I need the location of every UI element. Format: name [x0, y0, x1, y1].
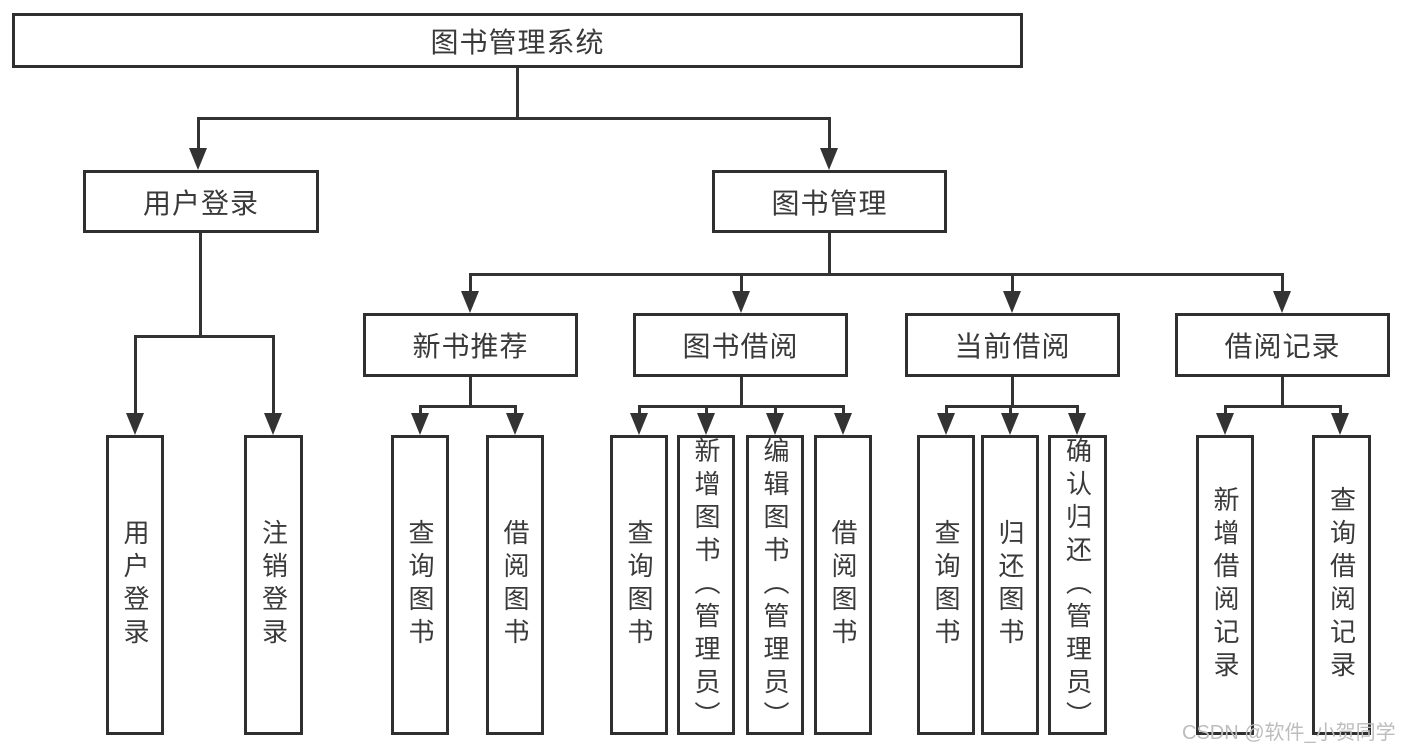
node-book-borrow-label: 图书借阅: [682, 331, 799, 362]
node-book-borrow: 图书借阅: [633, 313, 848, 377]
arrow-down-icon: [461, 291, 479, 313]
leaf-query-borrow-record-label: 查询借阅记录: [1326, 486, 1357, 684]
connector-line: [1339, 405, 1342, 417]
connector-line: [134, 335, 137, 417]
leaf-confirm-return-admin: 确认归还（管理员）: [1048, 435, 1107, 735]
connector-line: [828, 233, 831, 275]
leaf-query-borrow-record: 查询借阅记录: [1312, 435, 1371, 735]
connector-line: [469, 273, 472, 295]
arrow-down-icon: [411, 413, 429, 435]
arrow-down-icon: [506, 413, 524, 435]
connector-line: [638, 405, 641, 417]
connector-line: [705, 405, 708, 417]
connector-line: [638, 405, 845, 408]
connector-line: [828, 117, 831, 153]
arrow-down-icon: [834, 413, 852, 435]
node-root-label: 图书管理系统: [430, 26, 605, 58]
arrow-down-icon: [630, 413, 648, 435]
connector-line: [419, 405, 422, 417]
node-root-system: 图书管理系统: [12, 13, 1023, 68]
connector-line: [740, 273, 743, 295]
leaf-edit-book-admin-label: 编辑图书（管理员）: [760, 436, 790, 734]
leaf-query-book-borrow-label: 查询图书: [624, 519, 654, 651]
leaf-borrow-book-recommend: 借阅图书: [486, 435, 544, 735]
csdn-watermark: CSDN @软件_小贺同学: [1182, 716, 1396, 745]
leaf-edit-book-admin: 编辑图书（管理员）: [746, 435, 804, 735]
connector-line: [272, 335, 275, 417]
arrow-down-icon: [189, 148, 207, 170]
connector-line: [197, 117, 831, 120]
leaf-query-book-recommend: 查询图书: [391, 435, 449, 735]
connector-line: [842, 405, 845, 417]
connector-line: [197, 117, 200, 153]
arrow-down-icon: [697, 413, 715, 435]
arrow-down-icon: [1001, 413, 1019, 435]
connector-line: [199, 233, 202, 337]
leaf-add-book-admin-label: 新增图书（管理员）: [691, 436, 721, 734]
arrow-down-icon: [766, 413, 784, 435]
arrow-down-icon: [820, 148, 838, 170]
arrow-down-icon: [1003, 291, 1021, 313]
node-borrow-records: 借阅记录: [1175, 313, 1390, 377]
connector-line: [774, 405, 777, 417]
leaf-add-borrow-record: 新增借阅记录: [1196, 435, 1254, 735]
leaf-logout: 注销登录: [244, 435, 303, 735]
leaf-query-book-current: 查询图书: [917, 435, 975, 735]
leaf-borrow-book-label: 借阅图书: [828, 519, 858, 651]
leaf-user-login: 用户登录: [106, 435, 164, 735]
connector-line: [1281, 273, 1284, 295]
arrow-down-icon: [264, 413, 282, 435]
node-current-borrow-label: 当前借阅: [954, 331, 1071, 362]
connector-line: [740, 377, 743, 408]
leaf-borrow-book-recommend-label: 借阅图书: [500, 519, 530, 651]
arrow-down-icon: [1331, 413, 1349, 435]
connector-line: [945, 405, 948, 417]
leaf-query-book-borrow: 查询图书: [610, 435, 668, 735]
connector-line: [1224, 405, 1342, 408]
connector-line: [516, 68, 519, 117]
node-user-login-label: 用户登录: [142, 187, 259, 219]
leaf-add-book-admin: 新增图书（管理员）: [677, 435, 735, 735]
arrow-down-icon: [1068, 413, 1086, 435]
node-book-management: 图书管理: [712, 170, 947, 233]
connector-line: [1011, 273, 1014, 295]
arrow-down-icon: [126, 413, 144, 435]
leaf-user-login-label: 用户登录: [120, 519, 150, 651]
csdn-watermark-text: CSDN @软件_小贺同学: [1182, 722, 1396, 744]
node-new-book-recommend-label: 新书推荐: [412, 331, 529, 362]
arrow-down-icon: [732, 291, 750, 313]
node-book-management-label: 图书管理: [771, 187, 888, 219]
connector-line: [1009, 405, 1012, 417]
node-borrow-records-label: 借阅记录: [1224, 331, 1341, 362]
leaf-query-book-recommend-label: 查询图书: [405, 519, 435, 651]
leaf-query-book-current-label: 查询图书: [931, 519, 961, 651]
leaf-return-book: 归还图书: [981, 435, 1039, 735]
node-new-book-recommend: 新书推荐: [363, 313, 578, 377]
connector-line: [419, 405, 517, 408]
arrow-down-icon: [1216, 413, 1234, 435]
node-user-login: 用户登录: [83, 170, 319, 233]
leaf-add-borrow-record-label: 新增借阅记录: [1210, 486, 1240, 684]
connector-line: [1224, 405, 1227, 417]
node-current-borrow: 当前借阅: [905, 313, 1120, 377]
connector-line: [1011, 377, 1014, 408]
connector-line: [469, 273, 1283, 276]
connector-line: [134, 335, 275, 338]
arrow-down-icon: [937, 413, 955, 435]
leaf-logout-label: 注销登录: [258, 519, 289, 651]
connector-line: [1076, 405, 1079, 417]
arrow-down-icon: [1273, 291, 1291, 313]
leaf-return-book-label: 归还图书: [995, 519, 1025, 651]
leaf-borrow-book: 借阅图书: [814, 435, 872, 735]
connector-line: [469, 377, 472, 408]
connector-line: [1281, 377, 1284, 408]
connector-line: [514, 405, 517, 417]
leaf-confirm-return-admin-label: 确认归还（管理员）: [1062, 436, 1093, 734]
